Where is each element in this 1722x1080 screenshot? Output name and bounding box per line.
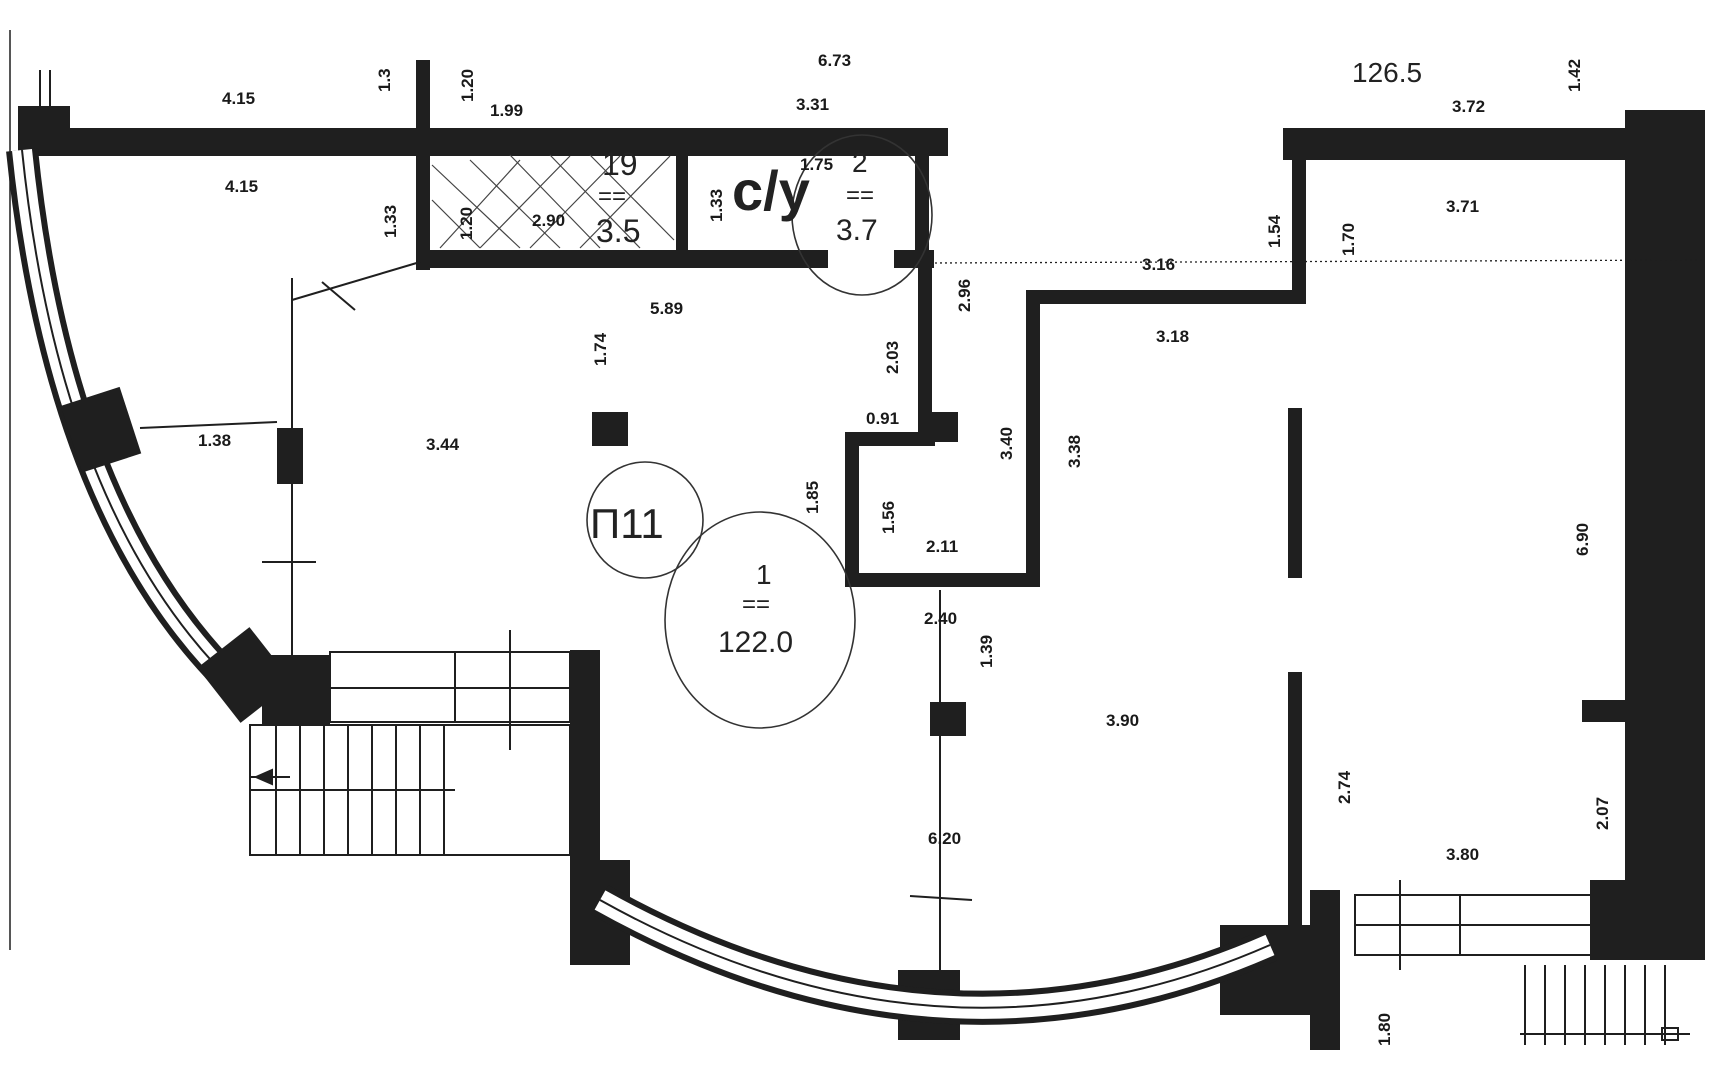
wall-step-top	[1026, 290, 1306, 304]
room-1-sep: ==	[742, 591, 770, 618]
wall-wc-left	[676, 128, 688, 268]
room-2-label: с/у	[732, 159, 810, 222]
total-area: 126.5	[1352, 57, 1422, 88]
dim-label: 1.39	[977, 635, 996, 668]
wall-partition-1	[416, 60, 430, 270]
wall-stair-right	[570, 650, 600, 870]
dim-label: 6.20	[928, 829, 961, 848]
dim-label: 1.85	[803, 481, 822, 514]
wall-center-v	[918, 260, 932, 440]
dim-label: 3.72	[1452, 97, 1485, 116]
dim-label: 3.38	[1065, 435, 1084, 468]
stairs-right	[1354, 880, 1690, 1045]
room-1-number: 1	[756, 559, 772, 590]
column-1	[592, 412, 628, 446]
dim-label: 2.11	[926, 537, 958, 556]
partition-stub-2	[1288, 672, 1302, 952]
dim-label: 1.74	[591, 332, 610, 366]
room-19-hatch	[431, 154, 675, 249]
dim-label: 3.31	[796, 95, 829, 114]
bottom-facade	[591, 885, 1277, 1025]
guide-lines	[9, 30, 1706, 975]
dim-label: 1.70	[1339, 223, 1358, 256]
dim-label: 6.90	[1573, 523, 1592, 556]
partition-stub-3	[1582, 700, 1632, 722]
dim-label: 1.20	[458, 69, 477, 102]
room-1-area: 122.0	[718, 626, 793, 659]
mark-circle	[586, 461, 704, 579]
hand-circles	[586, 134, 933, 729]
wall-step-v	[1292, 150, 1306, 304]
wall-top-left	[20, 128, 948, 156]
stairs-left	[249, 630, 571, 856]
dim-label: 2.40	[924, 609, 957, 628]
dim-label: 6.73	[818, 51, 851, 70]
dim-label: 1.3	[375, 68, 394, 92]
dim-label: 2.96	[955, 279, 974, 312]
room-1-circle	[664, 511, 856, 729]
wall-right	[1625, 110, 1705, 960]
dim-label: 1.75	[800, 155, 833, 174]
dim-label: 5.89	[650, 299, 683, 318]
wall-niche-top	[845, 432, 935, 446]
wall-niche-right	[1026, 290, 1040, 587]
wall-wc-bottom	[416, 250, 828, 268]
dim-label: 0.91	[866, 409, 899, 428]
dim-label: 4.15	[225, 177, 258, 196]
wall-right-corner	[1590, 880, 1705, 960]
dim-label: 2.90	[532, 211, 565, 230]
column-3	[277, 428, 303, 484]
dim-label: 3.44	[426, 435, 460, 454]
room-19-area: 3.5	[596, 213, 640, 249]
dim-label: 3.71	[1446, 197, 1479, 216]
dim-label: 1.80	[1375, 1013, 1394, 1046]
dim-label: 3.40	[997, 427, 1016, 460]
partition-stub-1	[1288, 408, 1302, 578]
dim-label: 2.74	[1335, 770, 1354, 804]
dim-label: 2.07	[1593, 797, 1612, 830]
dim-label: 1.42	[1565, 59, 1584, 92]
dim-label: 1.33	[381, 205, 400, 238]
left-facade-pier-1	[60, 386, 142, 473]
wall-niche-left	[845, 432, 859, 587]
dim-label: 1.38	[198, 431, 231, 450]
column-2	[930, 702, 966, 736]
room-2-circle	[791, 134, 933, 296]
wall-top-corner	[18, 106, 70, 156]
dim-label: 4.15	[222, 89, 255, 108]
plan-mark: П11	[590, 500, 664, 547]
wall-niche-bottom	[845, 573, 1040, 587]
room-19-sep: ==	[598, 183, 626, 210]
wall-wc-right	[915, 128, 929, 268]
room-19-number: 19	[602, 146, 638, 182]
room-2-number: 2	[852, 147, 868, 178]
dim-label: 3.16	[1142, 255, 1175, 274]
dim-label: 3.80	[1446, 845, 1479, 864]
left-facade-pier-3	[262, 655, 330, 725]
dim-label: 2.03	[883, 341, 902, 374]
dim-label: 1.56	[879, 501, 898, 534]
dim-label: 3.90	[1106, 711, 1139, 730]
dim-label: 3.18	[1156, 327, 1189, 346]
room-2-area: 3.7	[836, 214, 878, 247]
room-2-sep: ==	[846, 182, 874, 209]
walls	[18, 60, 1705, 1050]
dim-label: 1.33	[707, 189, 726, 222]
left-facade	[6, 70, 251, 702]
dim-label: 1.20	[457, 207, 476, 240]
dim-label: 1.99	[490, 101, 523, 120]
wall-bottom-stub	[1310, 890, 1340, 1050]
dim-label: 1.54	[1265, 214, 1284, 248]
